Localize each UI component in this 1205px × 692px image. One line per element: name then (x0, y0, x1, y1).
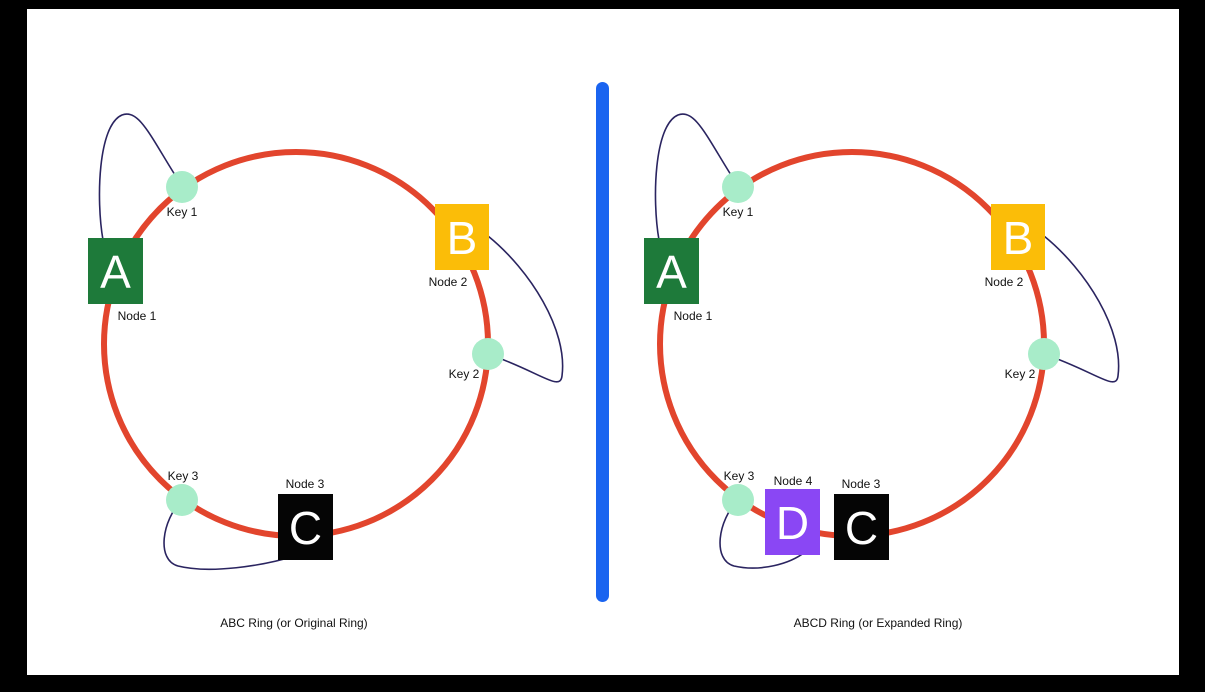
center-divider (596, 82, 609, 602)
left-node-a-box (88, 238, 143, 304)
right-node-b-box (991, 204, 1045, 270)
left-diagram: Key 1 Key 2 Key 3 A Node 1 B Node 2 C No… (88, 113, 564, 630)
right-key1-label: Key 1 (723, 205, 754, 219)
left-key3-marker (166, 484, 198, 516)
left-key1-marker (166, 171, 198, 203)
right-node-d-box (765, 489, 820, 555)
right-node-a-box (644, 238, 699, 304)
left-key2-label: Key 2 (449, 367, 480, 381)
left-key1-label: Key 1 (167, 205, 198, 219)
left-link-key3-node3 (163, 499, 296, 571)
left-link-key1-node1 (98, 113, 183, 241)
left-node-a-label: Node 1 (118, 309, 157, 323)
right-caption: ABCD Ring (or Expanded Ring) (794, 616, 963, 630)
left-node-b-letter: B (447, 212, 478, 264)
right-node-d-label: Node 4 (774, 474, 813, 488)
right-node-c-letter: C (845, 502, 878, 554)
left-node-c-box (278, 494, 333, 560)
right-link-key2-node2 (1043, 235, 1120, 383)
right-key2-marker (1028, 338, 1060, 370)
right-link-key3-node4 (719, 499, 806, 569)
left-link-key2-node2 (487, 235, 564, 383)
left-node-c-label: Node 3 (286, 477, 325, 491)
left-node-a-letter: A (100, 246, 131, 298)
right-node-a-label: Node 1 (674, 309, 713, 323)
left-node-b-box (435, 204, 489, 270)
right-key3-marker (722, 484, 754, 516)
right-node-c-label: Node 3 (842, 477, 881, 491)
right-key3-label: Key 3 (724, 469, 755, 483)
left-key3-label: Key 3 (168, 469, 199, 483)
left-key2-marker (472, 338, 504, 370)
right-node-a-letter: A (656, 246, 687, 298)
left-caption: ABC Ring (or Original Ring) (220, 616, 367, 630)
right-diagram: Key 1 Key 2 Key 3 A Node 1 B Node 2 D No… (644, 113, 1120, 630)
left-node-c-letter: C (289, 502, 322, 554)
right-node-b-letter: B (1003, 212, 1034, 264)
left-node-b-label: Node 2 (429, 275, 468, 289)
right-node-c-box (834, 494, 889, 560)
right-key1-marker (722, 171, 754, 203)
right-key2-label: Key 2 (1005, 367, 1036, 381)
right-node-d-letter: D (776, 497, 809, 549)
right-node-b-label: Node 2 (985, 275, 1024, 289)
right-link-key1-node1 (654, 113, 739, 241)
